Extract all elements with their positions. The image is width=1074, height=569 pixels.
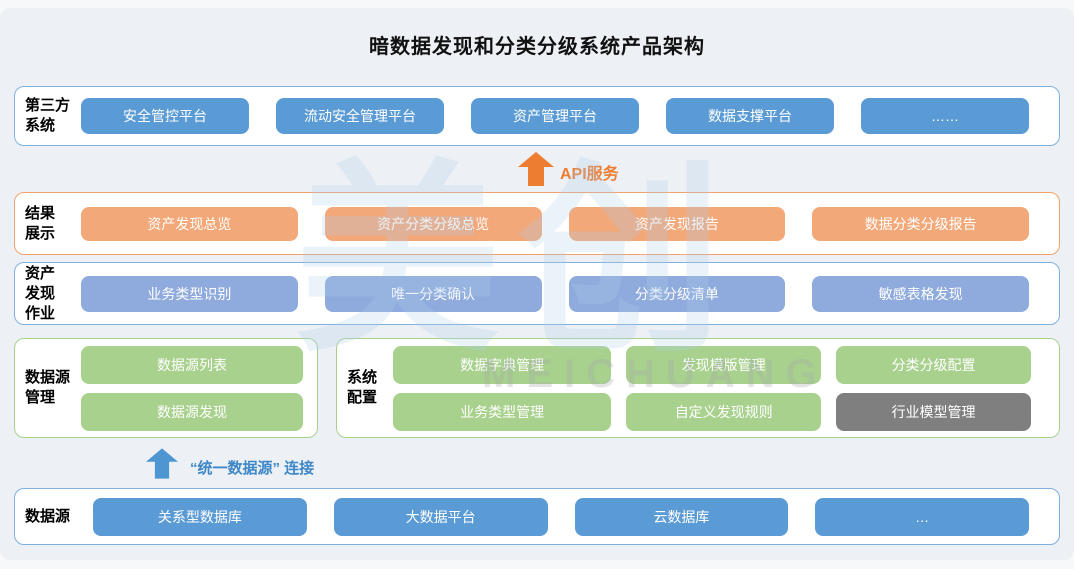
box-discovery-template-mgmt: 发现模版管理 bbox=[626, 345, 822, 384]
third-party-boxes: 安全管控平台 流动安全管理平台 资产管理平台 数据支撑平台 …… bbox=[81, 98, 1059, 134]
box-big-data-platform: 大数据平台 bbox=[333, 497, 548, 536]
section-label-system-config: 系统 配置 bbox=[347, 369, 378, 406]
section-label-third-party: 第三方 系统 bbox=[25, 97, 71, 134]
box-asset-mgmt-platform: 资产管理平台 bbox=[471, 98, 639, 134]
box-relational-database: 关系型数据库 bbox=[93, 497, 307, 536]
unified-datasource-arrow-label: “统一数据源” 连接 bbox=[190, 460, 315, 477]
datasource-mgmt-boxes: 数据源列表 数据源发现 bbox=[81, 345, 317, 431]
box-classification-config: 分类分级配置 bbox=[836, 345, 1031, 384]
box-more-datasources: … bbox=[815, 497, 1029, 536]
results-boxes: 资产发现总览 资产分类分级总览 资产发现报告 数据分类分级报告 bbox=[81, 206, 1059, 241]
box-business-type-mgmt: 业务类型管理 bbox=[393, 392, 612, 431]
box-datasource-discovery: 数据源发现 bbox=[81, 392, 303, 431]
box-asset-classification-overview: 资产分类分级总览 bbox=[324, 206, 542, 241]
box-asset-discovery-overview: 资产发现总览 bbox=[81, 206, 298, 241]
box-business-type-identification: 业务类型识别 bbox=[81, 275, 298, 312]
system-config-boxes: 数据字典管理 发现模版管理 分类分级配置 业务类型管理 自定义发现规则 行业模型… bbox=[393, 345, 1059, 431]
box-more-platforms: …… bbox=[861, 98, 1029, 134]
box-data-support-platform: 数据支撑平台 bbox=[666, 98, 834, 134]
box-cloud-database: 云数据库 bbox=[574, 497, 789, 536]
api-arrow-label: API服务 bbox=[560, 166, 619, 183]
section-label-datasources: 数据源 bbox=[25, 507, 71, 525]
box-industry-model-mgmt: 行业模型管理 bbox=[836, 392, 1031, 431]
section-datasource-management: 数据源 管理 数据源列表 数据源发现 bbox=[14, 338, 318, 438]
box-flow-security-mgmt-platform: 流动安全管理平台 bbox=[276, 98, 444, 134]
section-datasources: 数据源 关系型数据库 大数据平台 云数据库 … bbox=[14, 488, 1060, 545]
section-label-discovery-jobs: 资产 发现 作业 bbox=[25, 264, 56, 322]
section-third-party-systems: 第三方 系统 安全管控平台 流动安全管理平台 资产管理平台 数据支撑平台 …… bbox=[14, 86, 1060, 146]
discovery-jobs-boxes: 业务类型识别 唯一分类确认 分类分级清单 敏感表格发现 bbox=[81, 275, 1059, 312]
section-results-display: 结果 展示 资产发现总览 资产分类分级总览 资产发现报告 数据分类分级报告 bbox=[14, 192, 1060, 255]
section-label-results: 结果 展示 bbox=[25, 204, 56, 242]
box-asset-discovery-report: 资产发现报告 bbox=[568, 206, 786, 241]
section-system-configuration: 系统 配置 数据字典管理 发现模版管理 分类分级配置 业务类型管理 自定义发现规… bbox=[336, 338, 1060, 438]
section-asset-discovery-jobs: 资产 发现 作业 业务类型识别 唯一分类确认 分类分级清单 敏感表格发现 bbox=[14, 262, 1060, 325]
box-sensitive-table-discovery: 敏感表格发现 bbox=[812, 275, 1029, 312]
box-custom-discovery-rules: 自定义发现规则 bbox=[626, 392, 822, 431]
box-unique-classification-confirm: 唯一分类确认 bbox=[324, 275, 542, 312]
diagram-title: 暗数据发现和分类分级系统产品架构 bbox=[369, 36, 705, 58]
box-classification-list: 分类分级清单 bbox=[568, 275, 786, 312]
box-data-dictionary-mgmt: 数据字典管理 bbox=[393, 345, 612, 384]
box-data-classification-report: 数据分类分级报告 bbox=[812, 206, 1029, 241]
section-label-datasource-mgmt: 数据源 管理 bbox=[25, 369, 71, 406]
box-datasource-list: 数据源列表 bbox=[81, 345, 303, 384]
box-security-control-platform: 安全管控平台 bbox=[81, 98, 249, 134]
datasources-boxes: 关系型数据库 大数据平台 云数据库 … bbox=[93, 497, 1059, 536]
